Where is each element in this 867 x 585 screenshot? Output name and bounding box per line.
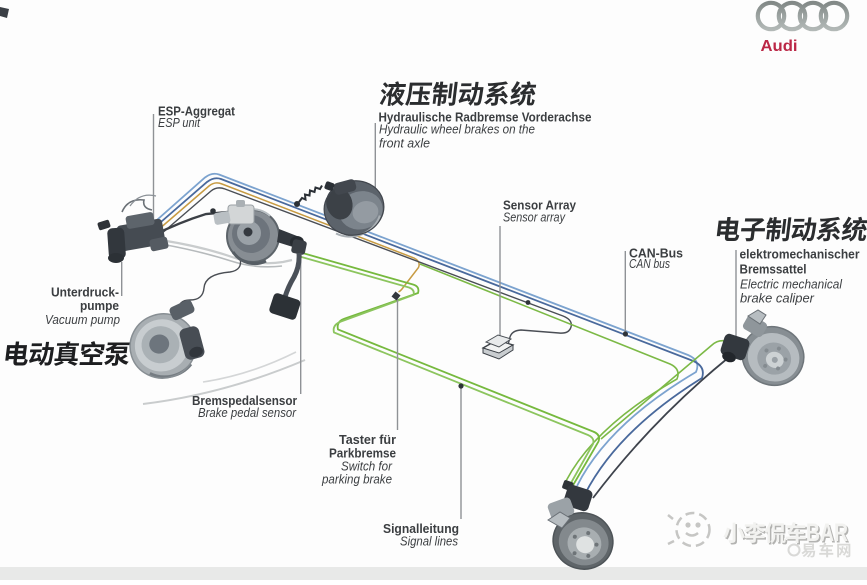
svg-text:Hydraulic wheel brakes on the: Hydraulic wheel brakes on the <box>379 123 535 137</box>
svg-text:Audi: Audi <box>761 38 798 55</box>
svg-text:brake caliper: brake caliper <box>740 292 815 306</box>
svg-text:front axle: front axle <box>379 137 430 151</box>
svg-text:ESP unit: ESP unit <box>158 116 200 130</box>
svg-text:CAN bus: CAN bus <box>629 257 670 271</box>
svg-text:Bremssattel: Bremssattel <box>740 262 807 277</box>
svg-text:Sensor Array: Sensor Array <box>503 197 577 212</box>
svg-text:Signalleitung: Signalleitung <box>383 521 459 536</box>
svg-text:Electric mechanical: Electric mechanical <box>740 278 843 292</box>
svg-text:parking brake: parking brake <box>321 473 392 487</box>
svg-text:Sensor array: Sensor array <box>503 211 566 225</box>
svg-text:Hydraulische Radbremse Vordera: Hydraulische Radbremse Vorderachse <box>379 110 592 125</box>
svg-text:Signal lines: Signal lines <box>400 535 458 549</box>
svg-text:Taster für: Taster für <box>339 432 396 447</box>
svg-text:Bremspedalsensor: Bremspedalsensor <box>192 393 297 408</box>
svg-text:Parkbremse: Parkbremse <box>329 446 396 461</box>
svg-text:Unterdruck-: Unterdruck- <box>51 285 119 300</box>
svg-text:Brake pedal sensor: Brake pedal sensor <box>198 406 297 420</box>
svg-text:BAR: BAR <box>806 519 848 547</box>
svg-text:Vacuum pump: Vacuum pump <box>45 313 120 327</box>
svg-text:ESP-Aggregat: ESP-Aggregat <box>158 104 236 119</box>
svg-text:elektromechanischer: elektromechanischer <box>740 247 860 262</box>
svg-text:pumpe: pumpe <box>80 298 119 313</box>
svg-text:Switch for: Switch for <box>341 460 393 474</box>
svg-text:CAN-Bus: CAN-Bus <box>629 245 683 260</box>
